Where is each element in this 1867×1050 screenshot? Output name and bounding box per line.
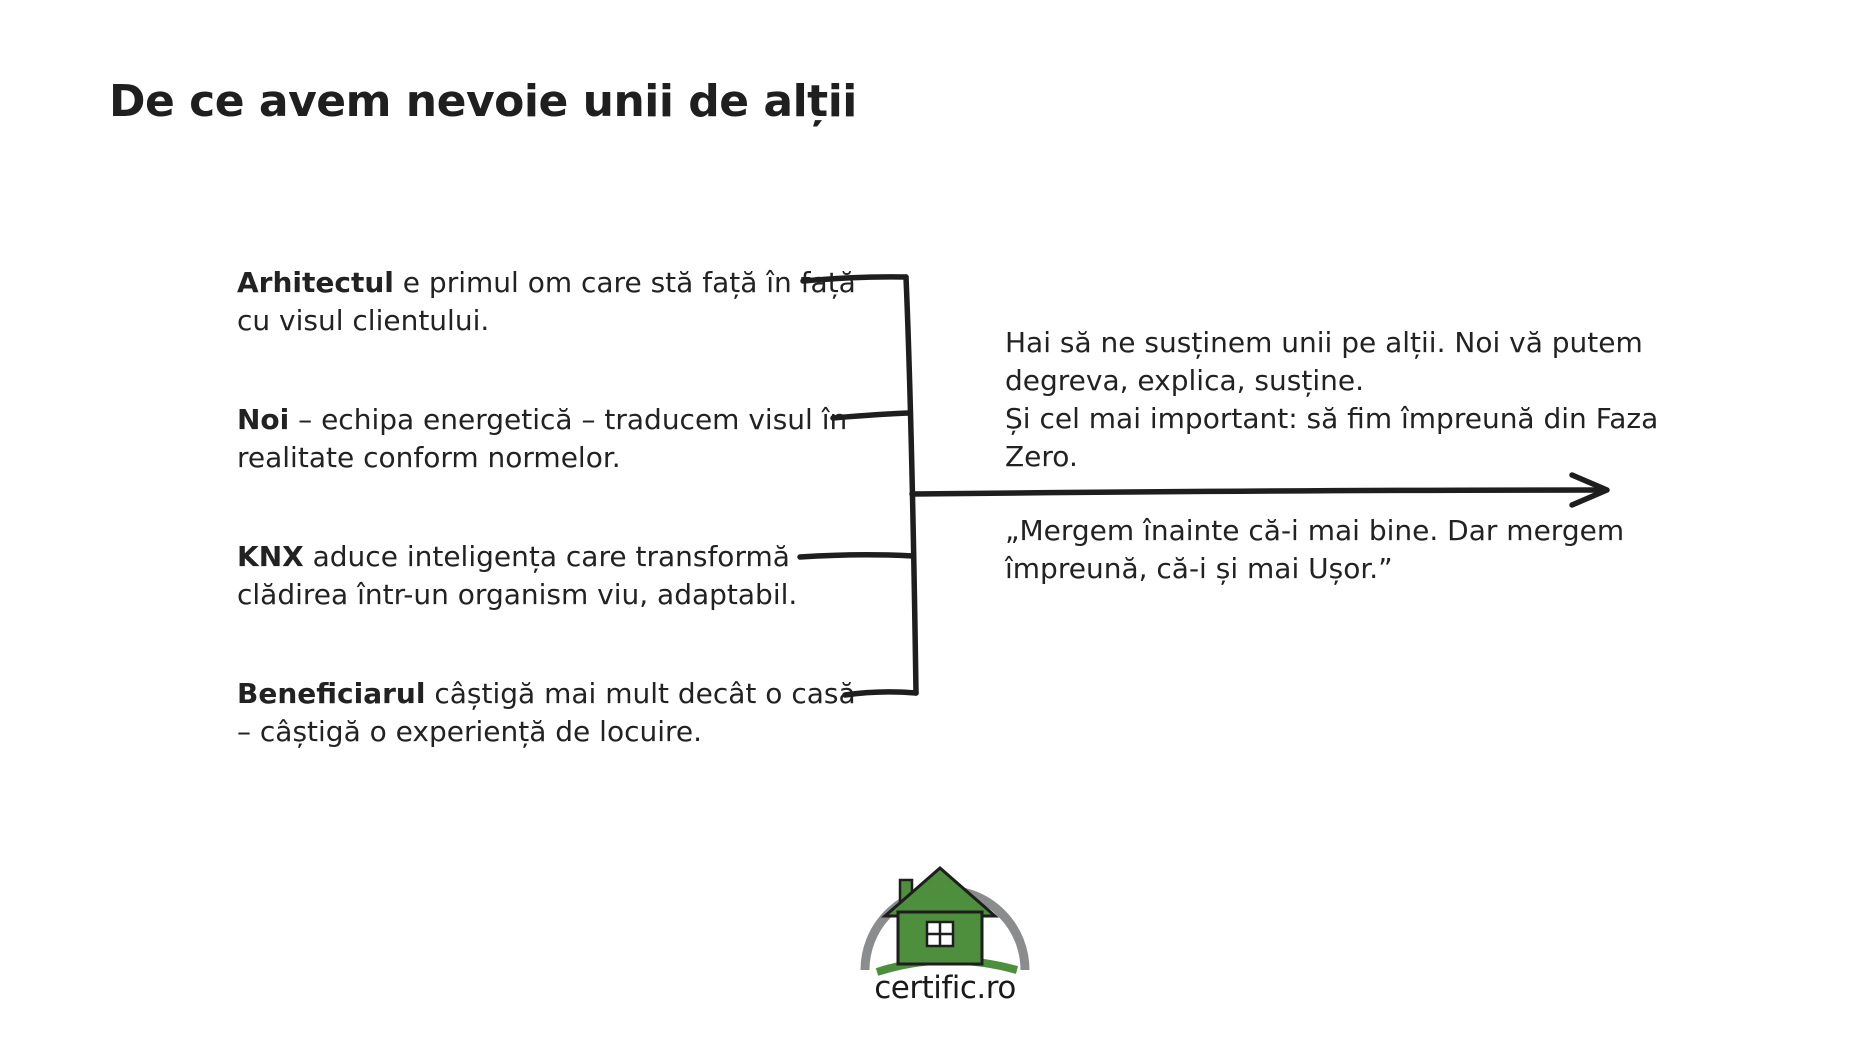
quote: „Mergem înainte că-i mai bine. Dar merge… <box>1005 512 1685 588</box>
arrow-shaft <box>909 487 1608 497</box>
item-beneficiary: Beneficiarul câștigă mai mult decât o ca… <box>237 675 857 751</box>
right-message: Hai să ne susținem unii pe alții. Noi vă… <box>1005 324 1685 476</box>
item-us-text: – echipa energetică – traducem visul în … <box>237 403 848 474</box>
house-icon <box>860 866 1030 976</box>
logo-text: certific.ro <box>874 970 1016 1006</box>
item-us-label: Noi <box>237 403 290 436</box>
item-us: Noi – echipa energetică – traducem visul… <box>237 401 857 477</box>
right-message-line2: Și cel mai important: să fim împreună di… <box>1005 402 1659 473</box>
item-knx-text: aduce inteligența care transformă clădir… <box>237 540 798 611</box>
bracket-vertical-line <box>903 274 919 696</box>
right-message-line1: Hai să ne susținem unii pe alții. Noi vă… <box>1005 326 1643 397</box>
item-architect: Arhitectul e primul om care stă față în … <box>237 264 857 340</box>
certific-logo: certific.ro <box>855 840 1035 1010</box>
slide-title: De ce avem nevoie unii de alții <box>109 76 857 127</box>
item-knx: KNX aduce inteligența care transformă cl… <box>237 538 857 614</box>
item-architect-label: Arhitectul <box>237 266 394 299</box>
item-knx-label: KNX <box>237 540 304 573</box>
item-beneficiary-label: Beneficiarul <box>237 677 426 710</box>
item-architect-text: e primul om care stă față în față cu vis… <box>237 266 856 337</box>
quote-text: „Mergem înainte că-i mai bine. Dar merge… <box>1005 514 1625 585</box>
item-beneficiary-text: câștigă mai mult decât o casă – câștigă … <box>237 677 856 748</box>
arrow-head <box>1569 472 1610 508</box>
